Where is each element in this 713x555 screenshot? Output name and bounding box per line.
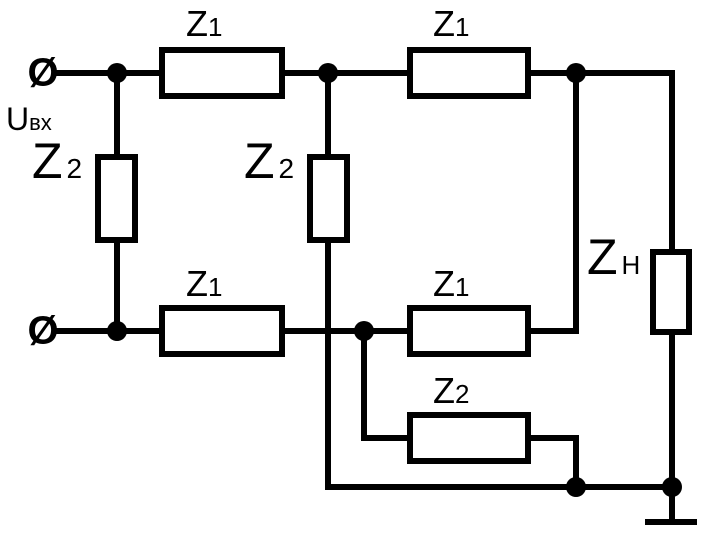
z1-bottom-right-resistor bbox=[407, 305, 531, 357]
label-main: U bbox=[6, 101, 29, 137]
label-sub: 1 bbox=[455, 272, 469, 302]
label-sub: 1 bbox=[455, 12, 469, 42]
wires bbox=[53, 70, 697, 525]
label-z1-top-right: Z1 bbox=[433, 3, 469, 44]
label-sub: 2 bbox=[67, 153, 83, 184]
z1-top-right-resistor bbox=[407, 47, 531, 99]
label-sub: 2 bbox=[455, 379, 469, 409]
label-z1-top-left: Z1 bbox=[186, 3, 222, 44]
z2-bottom-resistor bbox=[407, 412, 531, 464]
z2-mid-resistor bbox=[307, 154, 350, 243]
label-main: Z bbox=[433, 370, 455, 411]
label-main: Z bbox=[433, 3, 455, 44]
label-main: Z bbox=[433, 263, 455, 304]
junction-top-right bbox=[566, 63, 586, 83]
label-sub: 2 bbox=[279, 153, 295, 184]
input-terminal-top: Ø bbox=[27, 51, 58, 95]
label-main: Z bbox=[244, 133, 275, 189]
label-input-voltage: Uвх bbox=[6, 101, 52, 137]
label-main: Z bbox=[186, 3, 208, 44]
label-sub: 1 bbox=[208, 272, 222, 302]
junction-return-mid bbox=[566, 477, 586, 497]
label-main: Z bbox=[186, 263, 208, 304]
label-z1-bottom-right: Z1 bbox=[433, 263, 469, 304]
label-sub: 1 bbox=[208, 12, 222, 42]
label-z1-bottom-left: Z1 bbox=[186, 263, 222, 304]
label-sub: Н bbox=[622, 250, 641, 280]
z2-left-resistor bbox=[95, 154, 138, 243]
label-z2-bottom: Z2 bbox=[433, 370, 469, 411]
junction-bottom-mid bbox=[354, 321, 374, 341]
junction-top-mid bbox=[318, 63, 338, 83]
z1-bottom-left-resistor bbox=[159, 305, 285, 357]
input-terminal-bottom: Ø bbox=[27, 309, 58, 353]
junction-return-right bbox=[662, 477, 682, 497]
junction-top-left bbox=[107, 63, 127, 83]
junctions bbox=[107, 63, 682, 497]
zh-load-resistor bbox=[650, 249, 692, 335]
label-main: Z bbox=[32, 133, 63, 189]
impedances bbox=[95, 47, 692, 464]
label-sub: вх bbox=[29, 110, 52, 135]
junction-bottom-left bbox=[107, 321, 127, 341]
label-main: Z bbox=[587, 229, 618, 285]
z1-top-left-resistor bbox=[159, 47, 285, 99]
